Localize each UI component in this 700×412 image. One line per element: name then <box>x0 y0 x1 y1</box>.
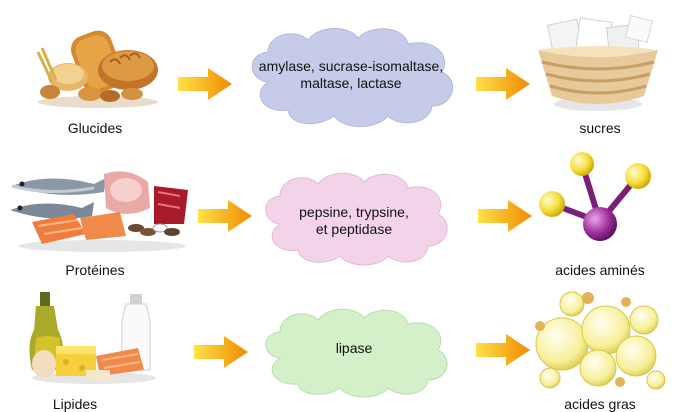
enzymes-text-1: amylase, sucrase-isomaltase, maltase, la… <box>238 58 464 92</box>
bread-icon <box>36 30 158 108</box>
source-label-glucides: Glucides <box>67 120 123 136</box>
enzyme-cloud-3 <box>265 308 448 398</box>
enzymes-line: amylase, sucrase-isomaltase, <box>258 58 444 74</box>
product-label-acides-amines: acides aminés <box>555 262 645 278</box>
enzymes-line: pepsine, trypsine, <box>299 204 409 220</box>
enzyme-cloud-1 <box>251 27 453 127</box>
enzymes-line: et peptidase <box>315 221 393 237</box>
arrow-icon <box>476 334 530 366</box>
meat-fish-icon <box>10 171 188 252</box>
enzymes-line: lipase <box>335 340 373 356</box>
arrow-icon <box>194 336 248 368</box>
arrow-icon <box>478 200 532 232</box>
sugar-bowl-icon <box>538 15 658 111</box>
enzymes-line: maltase, lactase <box>300 75 402 91</box>
source-label-proteines: Protéines <box>65 262 125 278</box>
arrow-icon <box>198 200 252 232</box>
product-label-acides-gras: acides gras <box>564 396 636 412</box>
enzymes-text-2: pepsine, trypsine, et peptidase <box>254 204 454 238</box>
arrow-icon <box>476 68 530 100</box>
enzyme-cloud-2 <box>265 172 448 266</box>
enzymes-text-3: lipase <box>254 340 454 357</box>
amino-acid-molecule-icon <box>539 152 651 241</box>
source-label-lipides: Lipides <box>52 396 98 412</box>
oil-milk-cheese-icon <box>29 292 156 384</box>
arrow-icon <box>178 68 232 100</box>
fat-droplets-icon <box>535 291 666 390</box>
product-label-sucres: sucres <box>579 120 621 136</box>
